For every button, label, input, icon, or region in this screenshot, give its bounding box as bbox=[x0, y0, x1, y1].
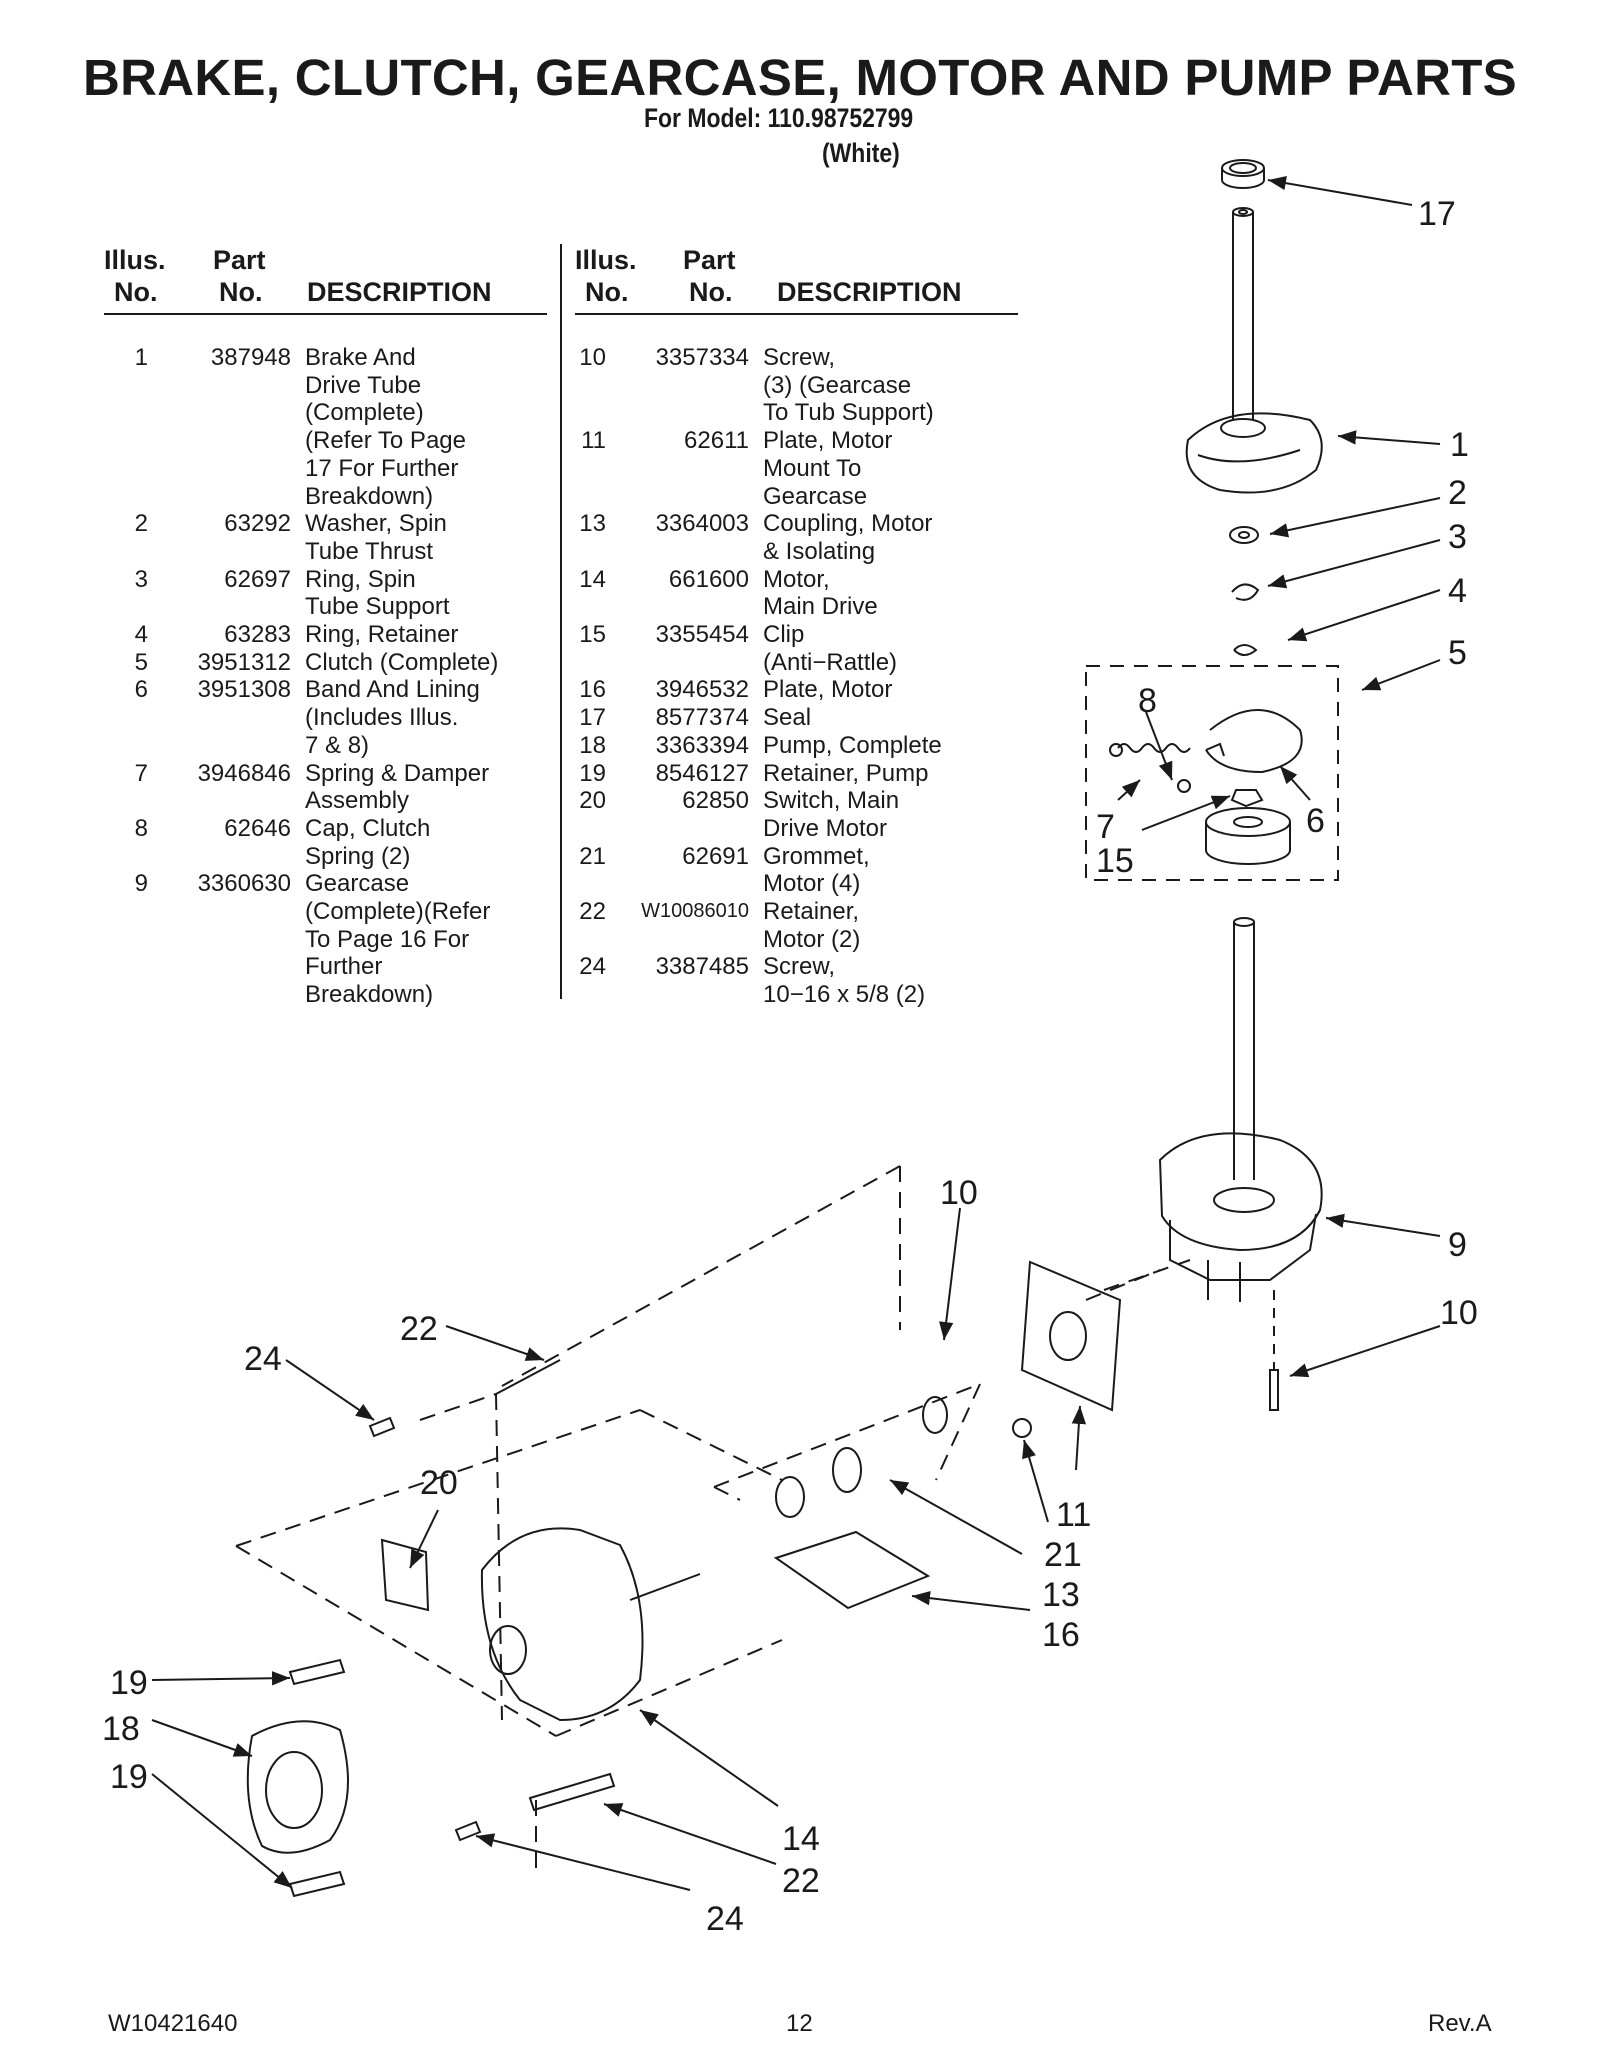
document-number: W10421640 bbox=[108, 2010, 238, 2037]
callout-24b: 24 bbox=[706, 1900, 744, 1938]
switch-drawing bbox=[380, 1538, 430, 1612]
alignment-lines bbox=[235, 1165, 1191, 1870]
callout-2: 2 bbox=[1448, 474, 1467, 512]
motor-screw-top-drawing bbox=[368, 1416, 396, 1438]
pump-retainer-top-drawing bbox=[288, 1658, 346, 1686]
callout-15: 15 bbox=[1096, 842, 1134, 880]
illus-no-header-2: Illus.No. bbox=[575, 245, 637, 307]
motor-plate-drawing bbox=[773, 1530, 931, 1610]
seal-drawing bbox=[1221, 159, 1265, 189]
pump-drawing bbox=[246, 1720, 349, 1854]
page-title: BRAKE, CLUTCH, GEARCASE, MOTOR AND PUMP … bbox=[82, 49, 1517, 106]
model-number: For Model: 110.98752799 bbox=[644, 103, 914, 133]
callout-9: 9 bbox=[1448, 1226, 1467, 1264]
header-underline-2 bbox=[575, 313, 1018, 315]
callout-10: 10 bbox=[940, 1174, 978, 1212]
description-header-2: DESCRIPTION bbox=[777, 277, 962, 307]
callout-5: 5 bbox=[1448, 634, 1467, 672]
callout-7: 7 bbox=[1096, 808, 1115, 846]
column-divider bbox=[560, 244, 562, 999]
brake-drawing bbox=[1185, 412, 1323, 494]
revision-label: Rev.A bbox=[1428, 2010, 1492, 2037]
header-underline bbox=[104, 313, 547, 315]
spin-ring-drawing bbox=[1231, 583, 1260, 601]
callout-11: 11 bbox=[1056, 1496, 1091, 1534]
callout-19b: 19 bbox=[110, 1758, 148, 1796]
model-color: (White) bbox=[822, 138, 900, 168]
motor-drawing bbox=[480, 1527, 701, 1722]
motor-screw-bottom-drawing bbox=[454, 1820, 482, 1842]
description-header: DESCRIPTION bbox=[307, 277, 492, 307]
gearcase-shaft-drawing bbox=[1233, 922, 1255, 1180]
grommet-drawing bbox=[1012, 1418, 1032, 1438]
callout-19: 19 bbox=[110, 1664, 148, 1702]
callout-24: 24 bbox=[244, 1340, 282, 1378]
callout-1: 1 bbox=[1450, 426, 1469, 464]
band-drawing bbox=[1205, 709, 1303, 774]
pump-retainer-bottom-drawing bbox=[288, 1870, 346, 1898]
motor-retainer-top-drawing bbox=[495, 1359, 561, 1395]
callout-22b: 22 bbox=[782, 1862, 820, 1900]
callout-17: 17 bbox=[1418, 195, 1456, 233]
leader-lines bbox=[151, 175, 1441, 1891]
motor-retainer-bottom-drawing bbox=[528, 1772, 616, 1812]
clutch-box bbox=[1085, 665, 1339, 881]
callout-20: 20 bbox=[420, 1464, 458, 1502]
callout-18: 18 bbox=[102, 1710, 140, 1748]
gearcase-drawing bbox=[1158, 1132, 1323, 1302]
coupling-drawing bbox=[832, 1447, 862, 1493]
clip-drawing bbox=[1230, 789, 1264, 808]
callout-22: 22 bbox=[400, 1310, 438, 1348]
callout-6: 6 bbox=[1306, 802, 1325, 840]
motor-mount-plate-drawing bbox=[1020, 1260, 1122, 1412]
callout-8: 8 bbox=[1138, 682, 1157, 720]
page-number: 12 bbox=[786, 2010, 813, 2037]
screw-drawing bbox=[1269, 1369, 1279, 1411]
callout-13: 13 bbox=[1042, 1576, 1080, 1614]
callout-10b: 10 bbox=[1440, 1294, 1478, 1332]
callout-21: 21 bbox=[1044, 1536, 1082, 1574]
spring-drawing bbox=[1117, 743, 1191, 753]
illus-no-header: Illus.No. bbox=[104, 245, 166, 307]
callout-4: 4 bbox=[1448, 572, 1467, 610]
drive-tube-drawing bbox=[1232, 207, 1254, 420]
callout-labels: 17 1 2 3 4 5 8 7 6 15 10 9 10 22 24 20 1… bbox=[102, 195, 1478, 1938]
retainer-ring-drawing bbox=[1233, 644, 1258, 656]
callout-16: 16 bbox=[1042, 1616, 1080, 1654]
washer-drawing bbox=[1229, 526, 1259, 544]
callout-3: 3 bbox=[1448, 518, 1467, 556]
clutch-hub-drawing bbox=[1205, 807, 1291, 865]
callout-14: 14 bbox=[782, 1820, 820, 1858]
